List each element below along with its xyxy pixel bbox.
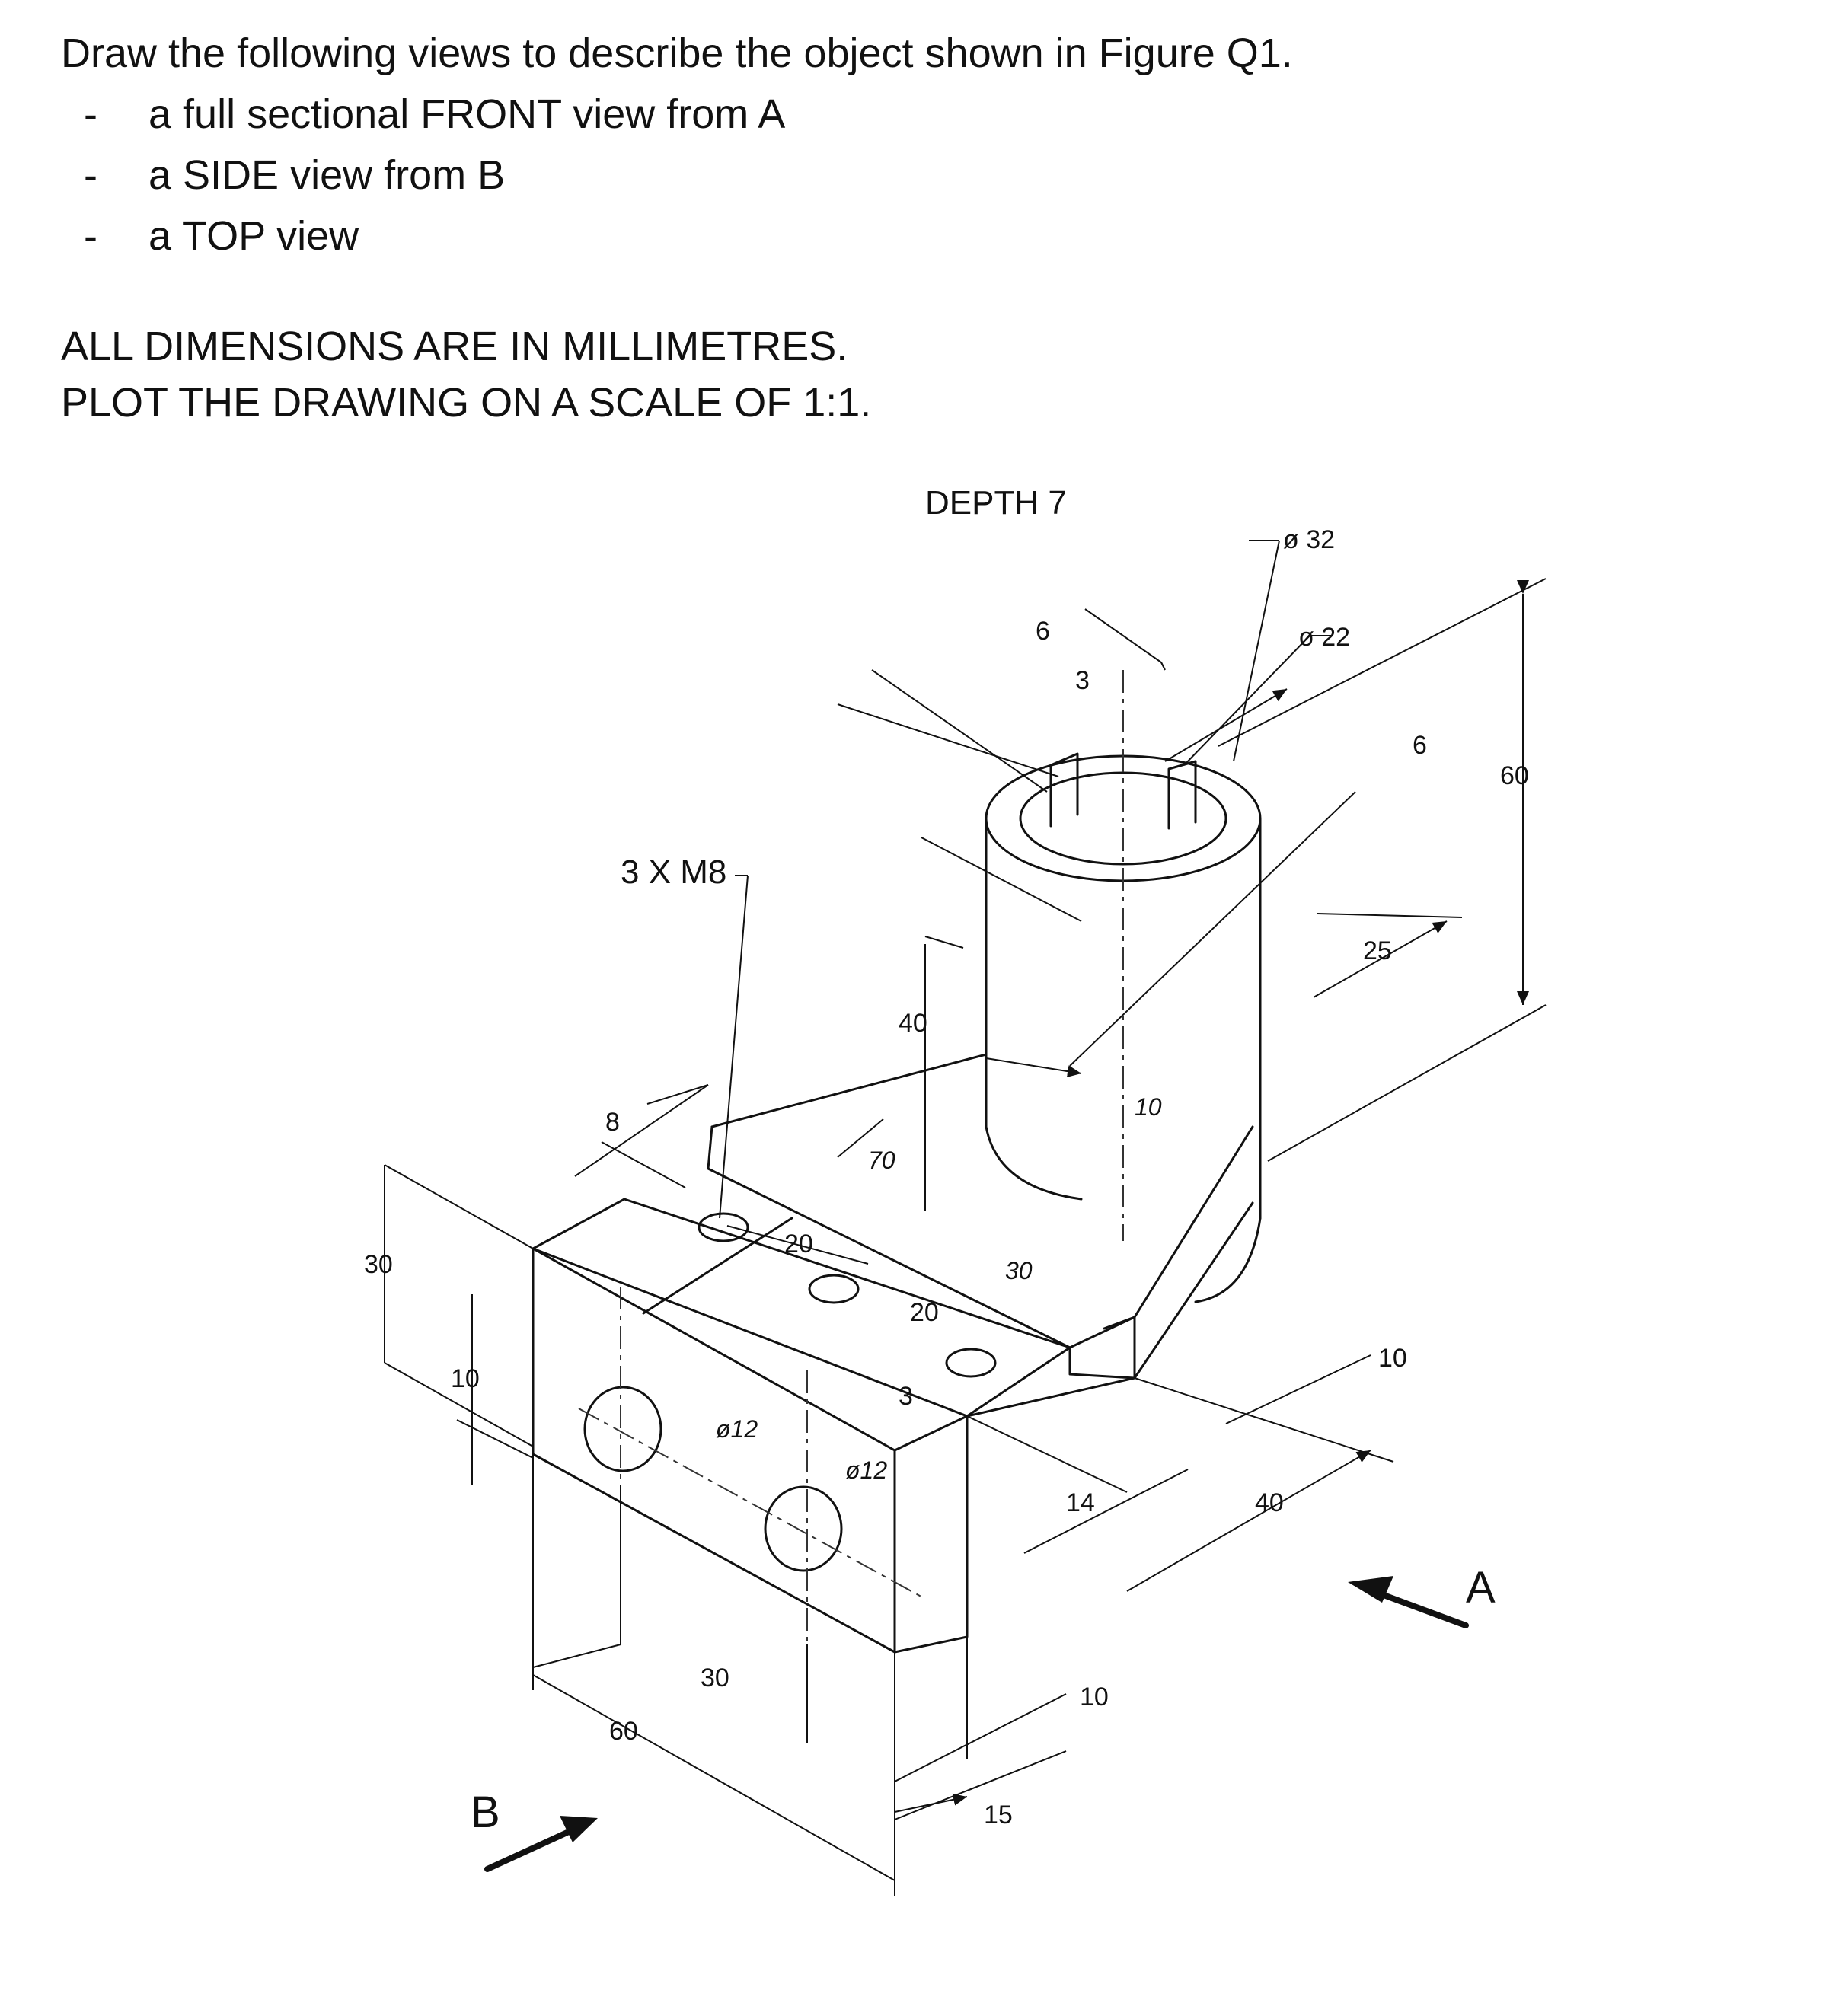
dim-30-bottom: 30 — [701, 1664, 729, 1692]
instruction-text: Draw the following views to describe the… — [61, 30, 1293, 76]
scale-note: PLOT THE DRAWING ON A SCALE OF 1:1. — [61, 380, 872, 426]
dim-30-mid: 30 — [1005, 1257, 1033, 1284]
view-item: - a full sectional FRONT view from A — [84, 84, 785, 145]
dim-60-right: 60 — [1500, 761, 1529, 790]
label-depth: DEPTH 7 — [925, 484, 1067, 522]
dim-8: 8 — [605, 1108, 620, 1137]
dim-20-a: 20 — [784, 1230, 813, 1258]
label-dia-inner: ø 22 — [1298, 623, 1350, 652]
dim-6-right: 6 — [1413, 731, 1427, 760]
front-block — [532, 1198, 1071, 1743]
label-view-a: A — [1466, 1563, 1496, 1612]
list-bullet: - — [84, 152, 97, 198]
dimension-lines — [384, 540, 1547, 1896]
dim-10-bottom: 10 — [1080, 1683, 1109, 1711]
list-bullet: - — [84, 91, 97, 137]
arrow-a-icon — [1348, 1576, 1393, 1603]
view-item-text: a TOP view — [148, 213, 359, 259]
dim-25: 25 — [1363, 936, 1392, 965]
dim-6-top: 6 — [1036, 617, 1050, 646]
label-dia-outer: ø 32 — [1283, 525, 1335, 554]
arrow-b-icon — [560, 1816, 598, 1842]
dim-10-right: 10 — [1378, 1344, 1407, 1373]
view-item: - a SIDE view from B — [84, 145, 785, 206]
dim-3: 3 — [1075, 666, 1090, 695]
label-view-b: B — [471, 1788, 500, 1837]
dim-30-left: 30 — [364, 1250, 393, 1279]
dim-70: 70 — [868, 1147, 895, 1174]
dim-14: 14 — [1066, 1488, 1095, 1517]
dim-40-center: 40 — [899, 1009, 927, 1038]
view-item-text: a full sectional FRONT view from A — [148, 91, 786, 137]
dim-phi12-a: ø12 — [716, 1415, 758, 1443]
dim-60-bottom: 60 — [609, 1717, 638, 1746]
dim-20-b: 20 — [910, 1298, 939, 1327]
base-plate — [707, 1053, 1136, 1418]
label-holes: 3 X M8 — [621, 853, 726, 891]
dim-phi12-b: ø12 — [845, 1456, 887, 1484]
cylinder-boss — [985, 670, 1262, 1303]
dim-10-left: 10 — [451, 1364, 480, 1393]
view-item-text: a SIDE view from B — [148, 152, 506, 198]
units-note: ALL DIMENSIONS ARE IN MILLIMETRES. — [61, 324, 848, 369]
support-rib — [1103, 1125, 1254, 1380]
view-list: - a full sectional FRONT view from A - a S… — [84, 84, 785, 266]
list-bullet: - — [84, 213, 97, 259]
view-item: - a TOP view — [84, 206, 785, 266]
figure-q1: DEPTH 7 ø 32 ø 22 3 X M8 A B 6 3 6 60 25… — [364, 484, 1547, 1896]
view-arrows — [484, 1576, 1469, 1872]
dim-3-small: 3 — [899, 1382, 913, 1411]
dim-10-center: 10 — [1135, 1093, 1162, 1121]
dim-40-right: 40 — [1255, 1488, 1284, 1517]
dim-15: 15 — [984, 1801, 1013, 1829]
